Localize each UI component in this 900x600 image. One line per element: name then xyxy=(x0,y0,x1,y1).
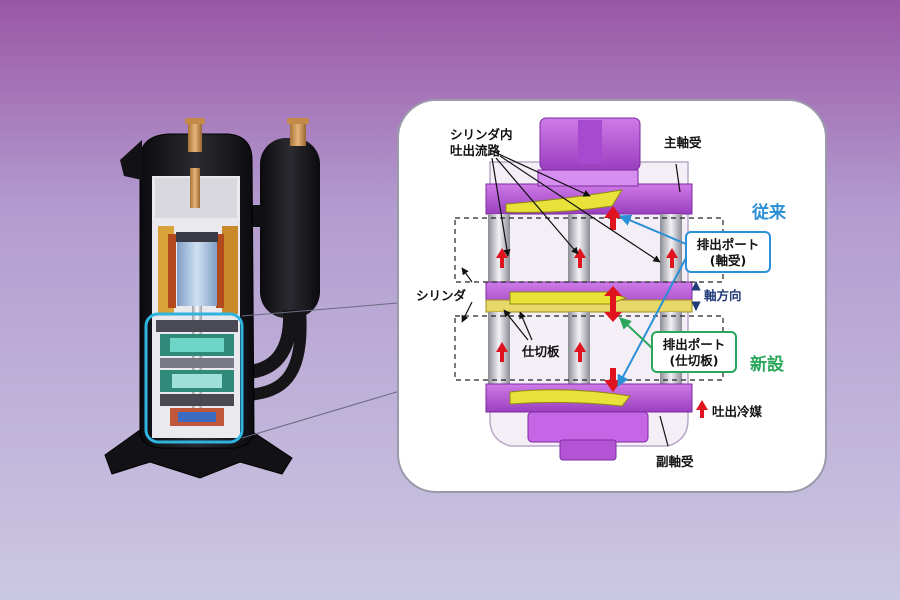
conventional-callout-box xyxy=(685,231,771,273)
winding-left xyxy=(168,234,176,308)
rotor xyxy=(177,240,217,306)
mount-left xyxy=(120,140,142,180)
new-design-callout-box xyxy=(651,331,737,373)
discharge-arrow xyxy=(604,286,622,306)
discharge-arrow xyxy=(574,342,586,362)
sub-bearing-label: 副軸受 xyxy=(656,454,694,469)
main-bearing-label: 主軸受 xyxy=(664,135,702,150)
suction-pipe xyxy=(247,309,298,379)
new-design-leader xyxy=(619,317,653,349)
cylinder-discharge-label-line1: シリンダ内 xyxy=(450,127,513,142)
discharge-port-partition-line1: 排出ポート xyxy=(663,337,726,352)
accumulator-pipe-cap xyxy=(287,118,309,124)
main-bearing-part xyxy=(485,169,693,215)
discharge-port-bearing-line2: (軸受) xyxy=(710,253,746,268)
interior-copper-pipe xyxy=(190,168,200,208)
cylinder-discharge-label-line2: 吐出流路 xyxy=(450,143,501,158)
sub-bearing-part xyxy=(485,383,693,461)
main-bearing-discharge-path xyxy=(505,189,624,213)
discharge-arrow xyxy=(604,302,622,322)
discharge-port-bearing-line1: 排出ポート xyxy=(697,237,760,252)
main-bearing-leader xyxy=(675,163,681,193)
compression-mechanism xyxy=(156,320,238,426)
compressor-illustration xyxy=(104,118,411,479)
highlight-box xyxy=(144,312,244,444)
discharge-arrow xyxy=(604,206,622,230)
conventional-leaders xyxy=(617,214,687,388)
accumulator-tank xyxy=(260,138,320,318)
zoom-line-top xyxy=(241,301,411,317)
accumulator-pipe-top xyxy=(290,120,306,146)
discharge-arrow xyxy=(496,342,508,362)
winding-right xyxy=(216,234,224,308)
discharge-pipe-cap xyxy=(185,118,205,124)
shaft-top-groove xyxy=(578,120,602,164)
zoom-line-bottom xyxy=(241,387,411,439)
discharge-pipe xyxy=(188,122,202,152)
partition-plate-label: 仕切板 xyxy=(521,344,560,359)
cylinder-leaders xyxy=(461,267,473,323)
legend-discharge-refrigerant: 吐出冷媒 xyxy=(712,404,763,419)
upper-cylinder-pillars xyxy=(488,214,682,284)
stator-right xyxy=(222,226,238,314)
discharge-port-partition-line2: (仕切板) xyxy=(670,353,719,368)
partition-plate-part xyxy=(485,281,693,313)
discharge-arrow xyxy=(666,248,678,268)
legend-arrow-icon xyxy=(696,400,708,418)
axial-direction-label: 軸方向 xyxy=(704,288,742,303)
rotor-top xyxy=(176,232,218,242)
partition-leaders xyxy=(503,309,533,341)
conventional-label: 従来 xyxy=(751,202,787,223)
sub-bearing-leader xyxy=(659,415,669,447)
detail-panel: シリンダ内 吐出流路 主軸受 従来 排出ポート (軸受) シリンダ 軸方向 仕切… xyxy=(397,99,827,493)
suction-pipe-2 xyxy=(247,309,307,401)
cylinder-label: シリンダ xyxy=(416,288,467,303)
partition-discharge-path xyxy=(509,291,628,305)
sub-bearing-discharge-path xyxy=(509,389,631,407)
new-design-label: 新設 xyxy=(750,354,785,375)
cylinder-discharge-leaders xyxy=(489,149,661,263)
